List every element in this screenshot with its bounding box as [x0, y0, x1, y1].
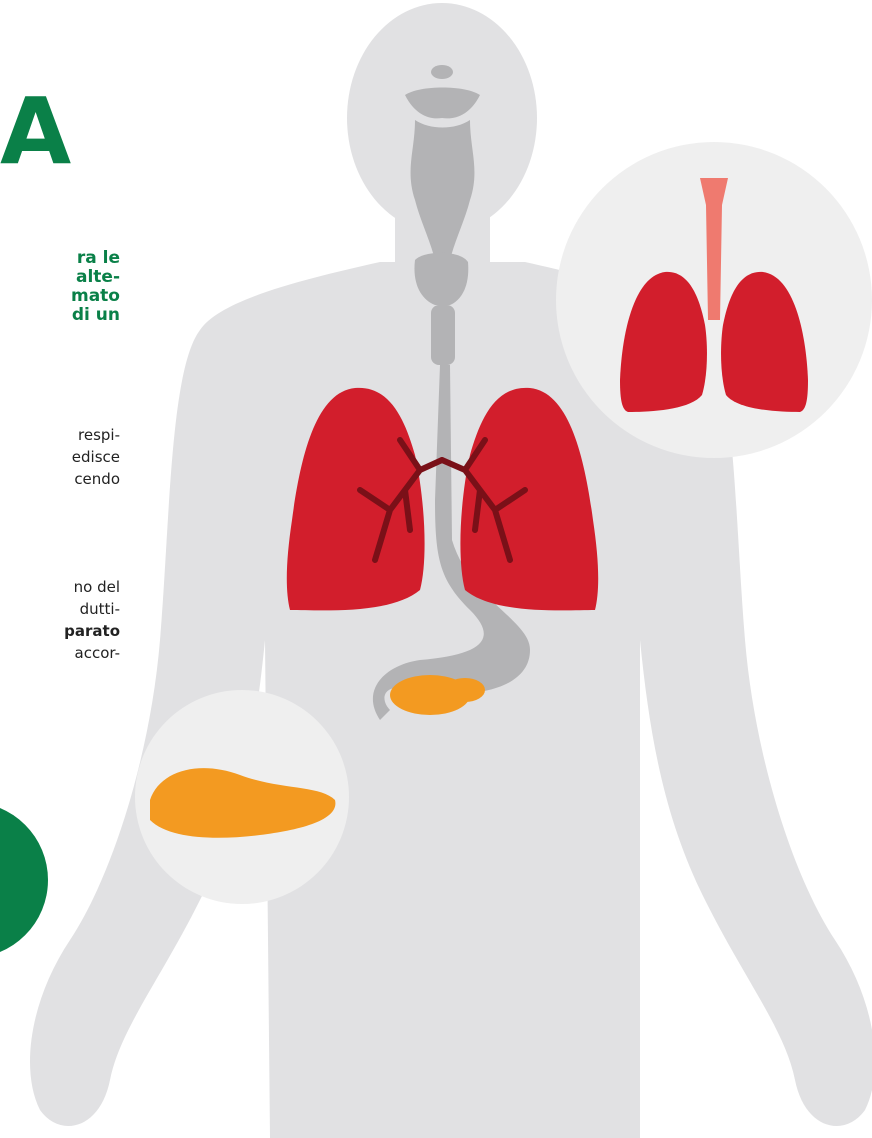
paragraph1-line-3: cendo [0, 468, 120, 490]
paragraph2-line-1: no del [0, 576, 120, 598]
lead-line-1: ra le [0, 249, 120, 268]
paragraph1-line-2: edisce [0, 446, 120, 468]
page-heading: A [0, 86, 69, 178]
pancreas-inset [135, 690, 349, 904]
lead-line-2: alte- [0, 268, 120, 287]
lungs-inset [556, 142, 872, 458]
lead-line-3: mato [0, 287, 120, 306]
text-column: A ra le alte- mato di un respi- edisce c… [0, 0, 120, 1138]
paragraph2-line-2: dutti- [0, 598, 120, 620]
lead-line-4: di un [0, 306, 120, 325]
paragraph2-line-3: parato [0, 620, 120, 642]
paragraph1-line-1: respi- [0, 424, 120, 446]
paragraph2-line-4: accor- [0, 642, 120, 664]
